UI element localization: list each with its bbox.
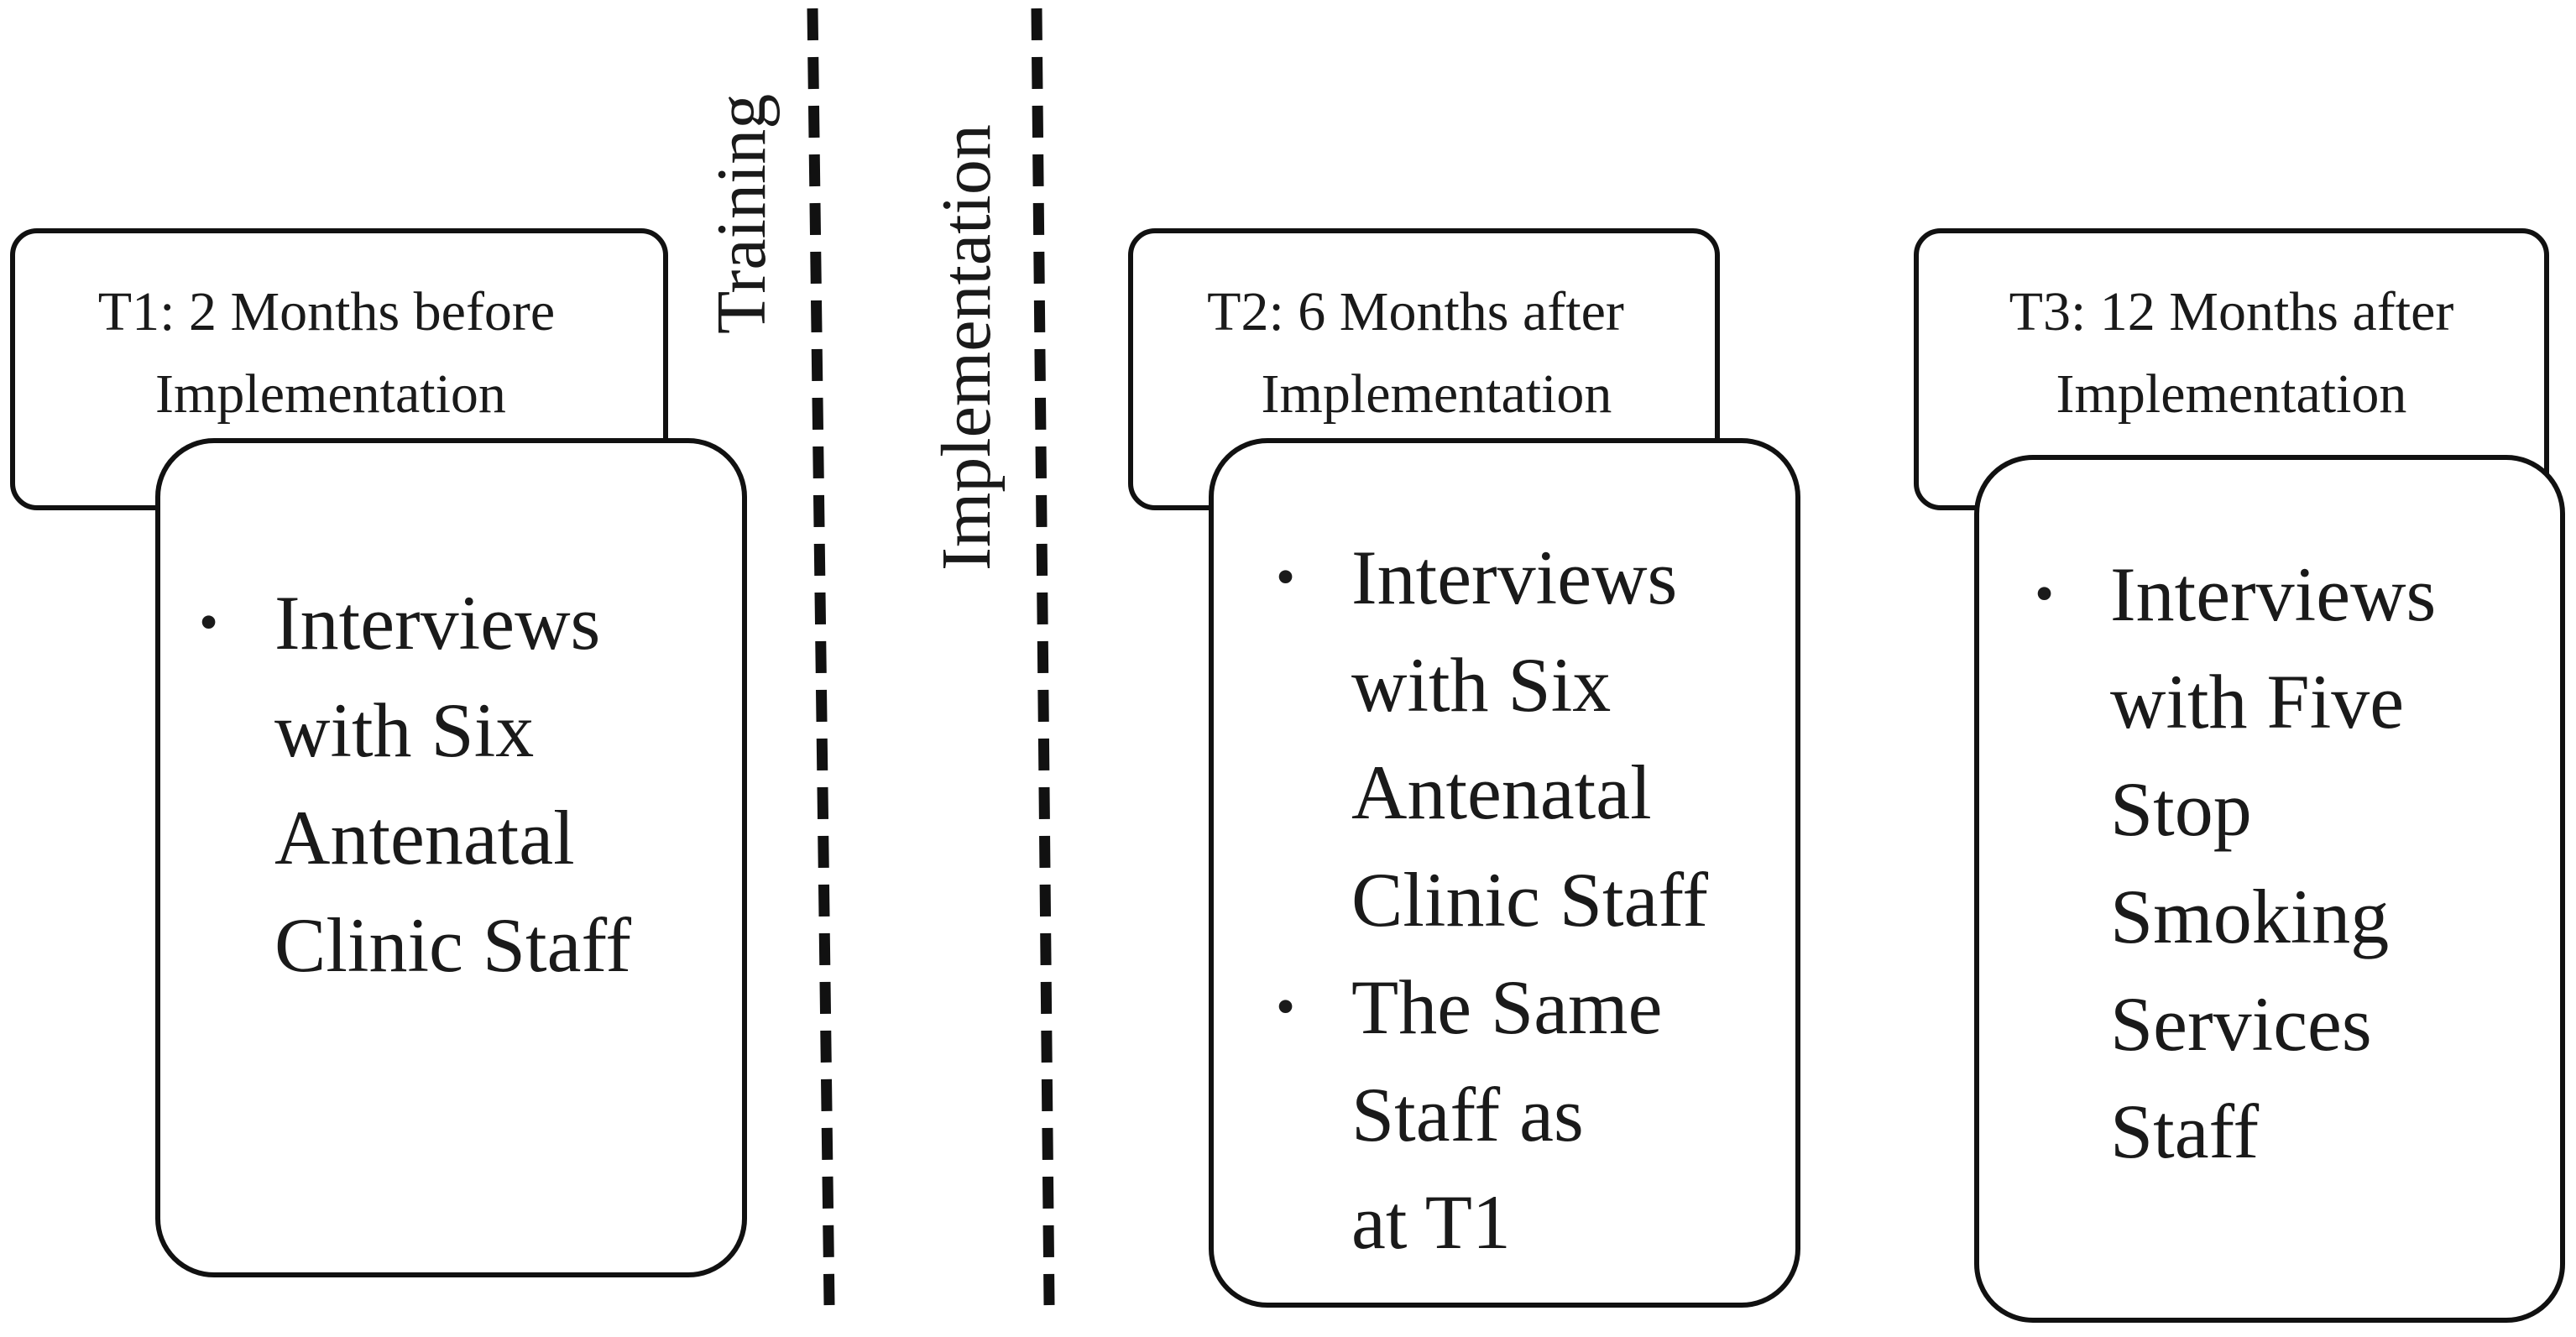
training-divider-line <box>807 8 835 1306</box>
t1-item-line-3: Antenatal <box>274 795 575 880</box>
implementation-divider-line <box>1031 8 1055 1306</box>
t2-item2-line-1: The Same <box>1351 964 1663 1050</box>
bullet-marker: • <box>2035 563 2055 624</box>
t3-item-line-6: Staff <box>2110 1089 2260 1174</box>
t2-item2-line-2: Staff as <box>1351 1072 1584 1157</box>
bullet-marker: • <box>1276 976 1296 1037</box>
t3-detail-list: • Interviews with Five Stop Smoking Serv… <box>2035 541 2436 1185</box>
t3-label-line-1: T3: 12 Months after <box>2009 281 2454 342</box>
t3-item-line-5: Services <box>2110 981 2372 1067</box>
t3-detail-item: • Interviews with Five Stop Smoking Serv… <box>2035 541 2436 1185</box>
t2-detail-item-1: • Interviews with Six Antenatal Clinic S… <box>1276 524 1708 953</box>
t2-item1-line-1: Interviews <box>1351 535 1678 620</box>
t1-item-line-4: Clinic Staff <box>274 902 632 988</box>
t2-detail-item-2: • The Same Staff as at T1 <box>1276 953 1708 1276</box>
bullet-marker: • <box>1276 546 1296 608</box>
t3-item-line-2: with Five <box>2110 659 2405 744</box>
t2-detail-list: • Interviews with Six Antenatal Clinic S… <box>1276 524 1708 1276</box>
t1-label-line-1: T1: 2 Months before <box>97 281 556 342</box>
t2-label-line-2: Implementation <box>1261 363 1612 425</box>
implementation-phase-label: Implementation <box>927 124 1006 571</box>
t1-detail-list: • Interviews with Six Antenatal Clinic S… <box>199 569 631 999</box>
t3-item-line-4: Smoking <box>2110 874 2390 959</box>
t1-item-line-1: Interviews <box>274 580 601 666</box>
training-phase-label: Training <box>703 93 781 334</box>
t3-item-line-3: Stop <box>2110 766 2252 852</box>
t3-label-line-2: Implementation <box>2056 363 2407 425</box>
t2-item1-line-2: with Six <box>1351 642 1612 728</box>
t1-detail-box: • Interviews with Six Antenatal Clinic S… <box>155 438 747 1277</box>
t3-detail-box: • Interviews with Five Stop Smoking Serv… <box>1974 455 2565 1323</box>
t2-item1-line-4: Clinic Staff <box>1351 857 1709 943</box>
t2-item1-line-3: Antenatal <box>1351 749 1652 835</box>
t1-item-line-2: with Six <box>274 687 535 773</box>
t1-label-line-2: Implementation <box>155 363 506 425</box>
t1-detail-item: • Interviews with Six Antenatal Clinic S… <box>199 569 631 999</box>
t2-item2-line-3: at T1 <box>1351 1179 1511 1265</box>
t2-label-line-1: T2: 6 Months after <box>1207 281 1624 342</box>
bullet-marker: • <box>199 592 219 653</box>
t2-detail-box: • Interviews with Six Antenatal Clinic S… <box>1209 438 1800 1308</box>
t3-item-line-1: Interviews <box>2110 551 2437 637</box>
